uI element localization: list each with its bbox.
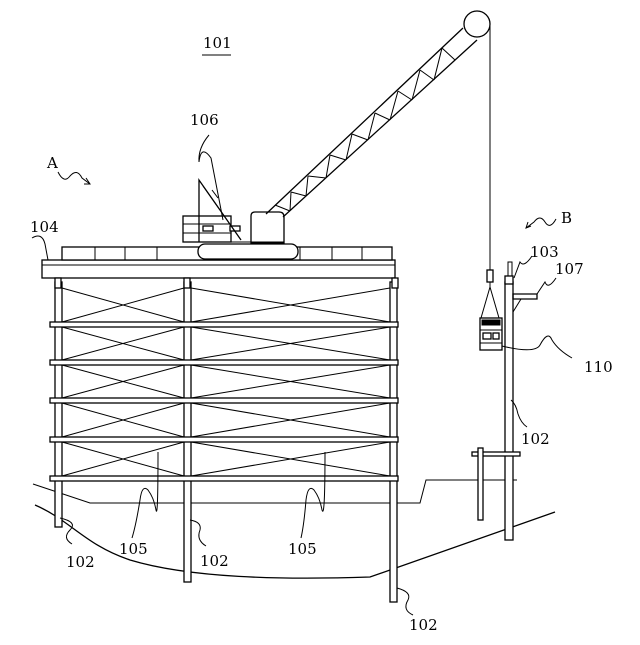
figure-number: 101 bbox=[202, 34, 232, 55]
label-102-right-pile: 102 bbox=[521, 430, 550, 448]
leader-105-right bbox=[301, 452, 325, 538]
short-post bbox=[478, 448, 483, 520]
guide-frame-103 bbox=[508, 262, 512, 276]
label-A: A bbox=[46, 154, 58, 172]
label-102-bottom: 102 bbox=[409, 616, 438, 634]
label-104: 104 bbox=[30, 218, 59, 236]
leader-106 bbox=[199, 135, 223, 220]
x-bracing-right-bay bbox=[191, 288, 390, 476]
label-110: 110 bbox=[584, 358, 613, 376]
mudline bbox=[33, 480, 517, 503]
brace-level-2 bbox=[50, 360, 398, 365]
boom-sheave bbox=[464, 11, 490, 37]
x-bracing-left-bay bbox=[62, 288, 184, 476]
label-103: 103 bbox=[530, 243, 559, 261]
leader-102-bottom bbox=[397, 588, 413, 615]
guide-pile-assembly bbox=[472, 262, 537, 540]
crane-track bbox=[198, 244, 298, 259]
brace-level-5 bbox=[50, 476, 398, 481]
horizontal-braces bbox=[50, 322, 398, 481]
leg-cap-middle bbox=[184, 278, 190, 288]
crane-cab bbox=[251, 212, 284, 243]
label-B: B bbox=[561, 209, 572, 227]
leader-107 bbox=[537, 278, 556, 294]
leader-104 bbox=[32, 236, 48, 260]
brace-level-3 bbox=[50, 398, 398, 403]
label-105-left: 105 bbox=[119, 540, 148, 558]
label-102-left: 102 bbox=[66, 553, 95, 571]
platform-deck bbox=[42, 260, 395, 278]
crane-boom bbox=[266, 28, 477, 217]
jacket-structure bbox=[42, 247, 398, 602]
lifted-unit bbox=[480, 318, 502, 350]
figure-number-text: 101 bbox=[203, 34, 232, 52]
brace-level-1 bbox=[50, 322, 398, 327]
label-106: 106 bbox=[190, 111, 219, 129]
slings bbox=[481, 287, 499, 318]
label-105-right: 105 bbox=[288, 540, 317, 558]
leader-A bbox=[58, 172, 90, 184]
leader-102-middle bbox=[190, 520, 206, 546]
brace-level-4 bbox=[50, 437, 398, 442]
hook-block bbox=[487, 270, 493, 282]
jacket-leg-left bbox=[55, 282, 62, 527]
label-107: 107 bbox=[555, 260, 584, 278]
leg-cap-left bbox=[55, 278, 61, 288]
leg-cap-right bbox=[392, 278, 398, 288]
label-102-middle: 102 bbox=[200, 552, 229, 570]
guide-pile bbox=[505, 282, 513, 540]
bracket-107 bbox=[513, 294, 537, 299]
